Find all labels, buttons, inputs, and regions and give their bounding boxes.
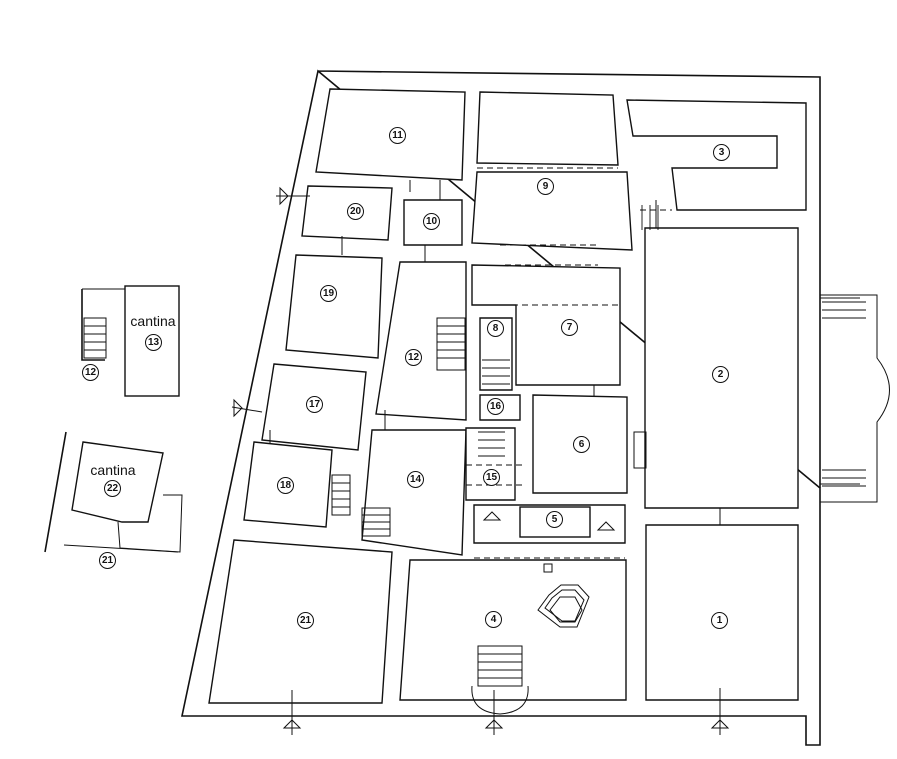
room-4-shape	[399, 559, 627, 701]
cellar-13-stair-number: 12	[82, 364, 99, 381]
room-number-7: 7	[561, 319, 578, 336]
room-15-shape	[465, 427, 516, 501]
room-number-19: 19	[320, 285, 337, 302]
room-number-14: 14	[407, 471, 424, 488]
room-number-3: 3	[713, 144, 730, 161]
room-8-shape	[479, 317, 513, 391]
cellar-13-inset	[81, 285, 180, 397]
room-9-upper-shape	[476, 91, 619, 166]
room-shapes	[208, 88, 807, 704]
room-number-16: 16	[487, 398, 504, 415]
room-number-6: 6	[573, 436, 590, 453]
cellar-13-label: cantina	[130, 313, 176, 329]
room-19-shape	[285, 254, 383, 359]
dashed-openings	[466, 167, 672, 559]
room-number-11: 11	[389, 127, 406, 144]
room-number-18: 18	[277, 477, 294, 494]
room-number-21: 21	[297, 612, 314, 629]
room-number-9: 9	[537, 178, 554, 195]
room-number-20: 20	[347, 203, 364, 220]
room-3-shape	[626, 99, 807, 211]
entrance-arrows	[231, 186, 730, 735]
room-14-shape	[361, 429, 467, 556]
room-number-10: 10	[423, 213, 440, 230]
hexagon-feature	[537, 584, 590, 628]
cellar-13-number: 13	[145, 334, 162, 351]
cellar-22-number: 22	[104, 480, 121, 497]
door-marks	[269, 180, 721, 573]
room-number-4: 4	[485, 611, 502, 628]
room-12-shape	[375, 261, 467, 421]
room-number-15: 15	[483, 469, 500, 486]
room-number-12: 12	[405, 349, 422, 366]
room-number-5: 5	[546, 511, 563, 528]
stairs	[331, 205, 866, 715]
room-number-2: 2	[712, 366, 729, 383]
room-number-8: 8	[487, 320, 504, 337]
outer-walls	[181, 69, 821, 746]
room-9-shape	[471, 171, 633, 251]
right-portico	[820, 294, 890, 503]
cellar-22-below-number: 21	[99, 552, 116, 569]
cellar-22-label: cantina	[90, 462, 136, 478]
room-number-17: 17	[306, 396, 323, 413]
room-number-1: 1	[711, 612, 728, 629]
